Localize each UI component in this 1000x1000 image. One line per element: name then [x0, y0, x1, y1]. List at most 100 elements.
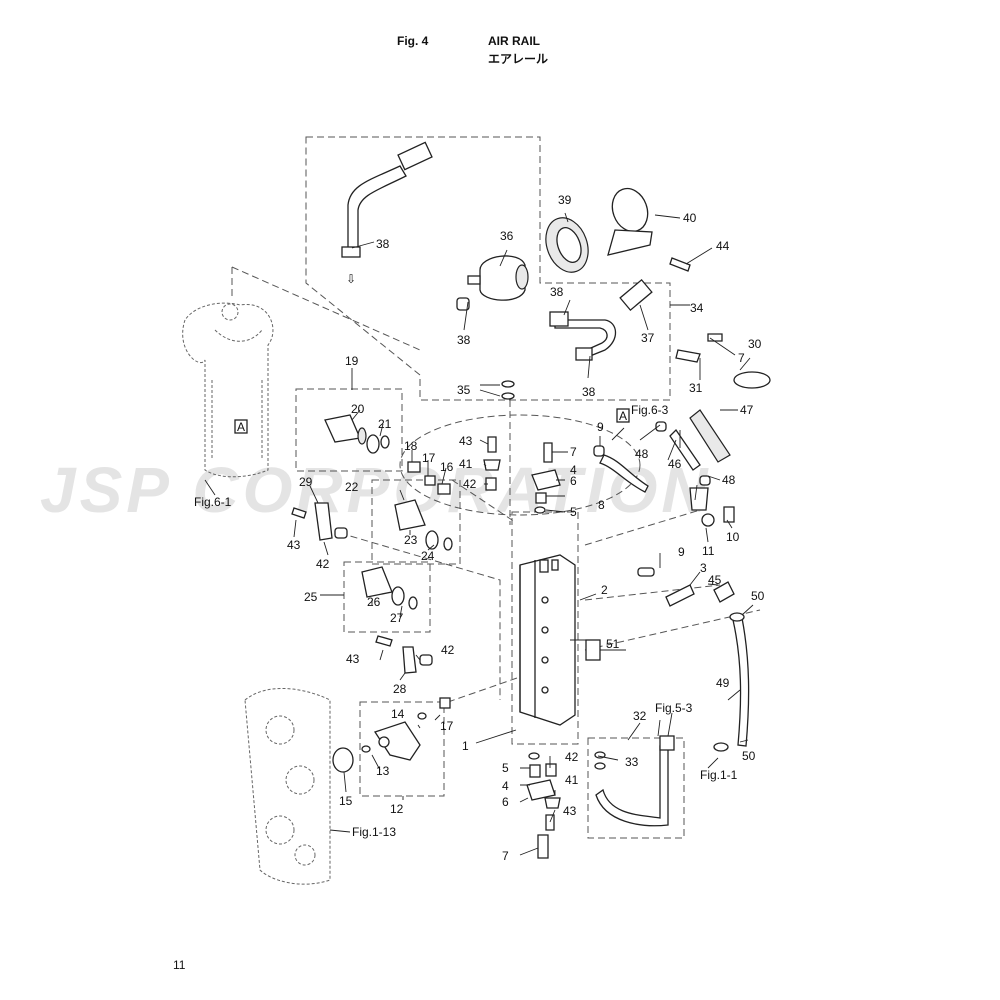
- stud-4b: [529, 764, 541, 778]
- callout-30: 30: [748, 337, 762, 351]
- valve-23: [394, 499, 426, 531]
- protector-47: [689, 409, 731, 463]
- callout-43-left: 43: [287, 538, 301, 552]
- callout-10: 10: [726, 530, 740, 544]
- bolt-7a: [543, 442, 553, 463]
- fitting-18: [407, 461, 421, 473]
- callout-8: 8: [598, 498, 605, 512]
- callout-5-top: 5: [570, 505, 577, 519]
- pipe-32: [595, 735, 675, 827]
- reference-fig-6-3: Fig.6-3: [631, 403, 669, 417]
- hose-49: [732, 617, 750, 747]
- fitting-3: [665, 584, 695, 607]
- bolt-43a: [291, 507, 307, 519]
- o-ring-35a: [501, 380, 515, 388]
- rubber-band: [545, 217, 589, 273]
- callout-33: 33: [625, 755, 639, 769]
- elbow-45: [713, 581, 735, 603]
- callout-26: 26: [367, 595, 381, 609]
- plate-41b: [544, 797, 561, 809]
- callout-44: 44: [716, 239, 730, 253]
- group-12-box: [359, 701, 445, 797]
- fuel-filter: [467, 255, 529, 301]
- bracket-28: [402, 646, 417, 674]
- air-rail-body: [519, 554, 576, 726]
- callout-25: 25: [304, 590, 318, 604]
- reference-fig-1-13: Fig.1-13: [352, 825, 396, 839]
- group-32-box: [587, 737, 685, 839]
- leader-oval: [399, 414, 641, 516]
- callout-49: 49: [716, 676, 730, 690]
- stud-4a: [535, 492, 547, 504]
- valve-26: [361, 566, 393, 598]
- callout-41-bottom: 41: [565, 773, 579, 787]
- callout-43-top: 43: [459, 434, 473, 448]
- callout-29: 29: [299, 475, 313, 489]
- clamp-50a: [729, 612, 745, 622]
- fig-1-13-block-outline: [244, 687, 331, 885]
- callout-43-middle: 43: [346, 652, 360, 666]
- callout-12: 12: [390, 802, 404, 816]
- lower-hose-assembly: [549, 278, 653, 361]
- watermark: JSP CORPORATION: [40, 454, 712, 526]
- callout-41-top: 41: [459, 457, 473, 471]
- callout-31: 31: [689, 381, 703, 395]
- callout-7-bottom: 7: [502, 849, 509, 863]
- washer-11: [701, 513, 715, 527]
- callout-40: 40: [683, 211, 697, 225]
- figure-label: Fig. 4: [397, 34, 429, 48]
- bracket-31: [675, 349, 701, 363]
- callout-43-bottom: 43: [563, 804, 577, 818]
- o-ring-35b: [501, 392, 515, 400]
- callout-9-middle: 9: [678, 545, 685, 559]
- callout-38-upper: 38: [376, 237, 390, 251]
- clamp-50b: [713, 742, 729, 752]
- callout-27: 27: [390, 611, 404, 625]
- leader-42-rail: [339, 532, 501, 700]
- callout-39: 39: [558, 193, 572, 207]
- clip-9b: [637, 567, 655, 577]
- leader-lines: [204, 212, 754, 856]
- group-22-box: [371, 479, 461, 565]
- page-number: 11: [173, 958, 186, 972]
- callout-42-bottom: 42: [565, 750, 579, 764]
- callout-38-hose-top: 38: [550, 285, 564, 299]
- callout-46: 46: [668, 457, 682, 471]
- callout-21: 21: [378, 417, 392, 431]
- callout-7-right: 7: [738, 351, 745, 365]
- callout-15: 15: [339, 794, 353, 808]
- callout-9-top: 9: [597, 420, 604, 434]
- reference-fig-5-3: Fig.5-3: [655, 701, 693, 715]
- bolt-43d: [545, 814, 555, 831]
- marker-a-left-label: A: [237, 420, 245, 434]
- hose-46: [669, 428, 701, 471]
- clip-48b: [699, 475, 711, 486]
- valve-12-assembly: [373, 721, 421, 761]
- marker-a-right-label: A: [619, 409, 627, 423]
- callout-20: 20: [351, 402, 365, 416]
- callout-4-bottom: 4: [502, 779, 509, 793]
- callout-47: 47: [740, 403, 754, 417]
- fitting-elbow: [689, 487, 709, 511]
- callout-50-bottom: 50: [742, 749, 756, 763]
- callout-7-top: 7: [570, 445, 577, 459]
- marker-a-right: [616, 408, 630, 423]
- bolt-7b: [537, 834, 549, 859]
- seal-24a: [425, 530, 439, 550]
- callout-42-left: 42: [316, 557, 330, 571]
- callout-28: 28: [393, 682, 407, 696]
- callout-32: 32: [633, 709, 647, 723]
- down-arrow-icon: ⇩: [346, 272, 356, 286]
- callout-34: 34: [690, 301, 704, 315]
- callout-17-top: 17: [422, 451, 436, 465]
- label-51: [585, 639, 601, 661]
- callout-23: 23: [404, 533, 418, 547]
- group-19-box: [295, 388, 403, 472]
- callout-1: 1: [462, 739, 469, 753]
- figure-title-japanese: エアレール: [488, 52, 549, 66]
- reference-fig-6-1: Fig.6-1: [194, 495, 232, 509]
- bracket-29: [314, 502, 333, 541]
- leader-16-rail: [451, 479, 516, 523]
- callout-36: 36: [500, 229, 514, 243]
- callout-6-bottom: 6: [502, 795, 509, 809]
